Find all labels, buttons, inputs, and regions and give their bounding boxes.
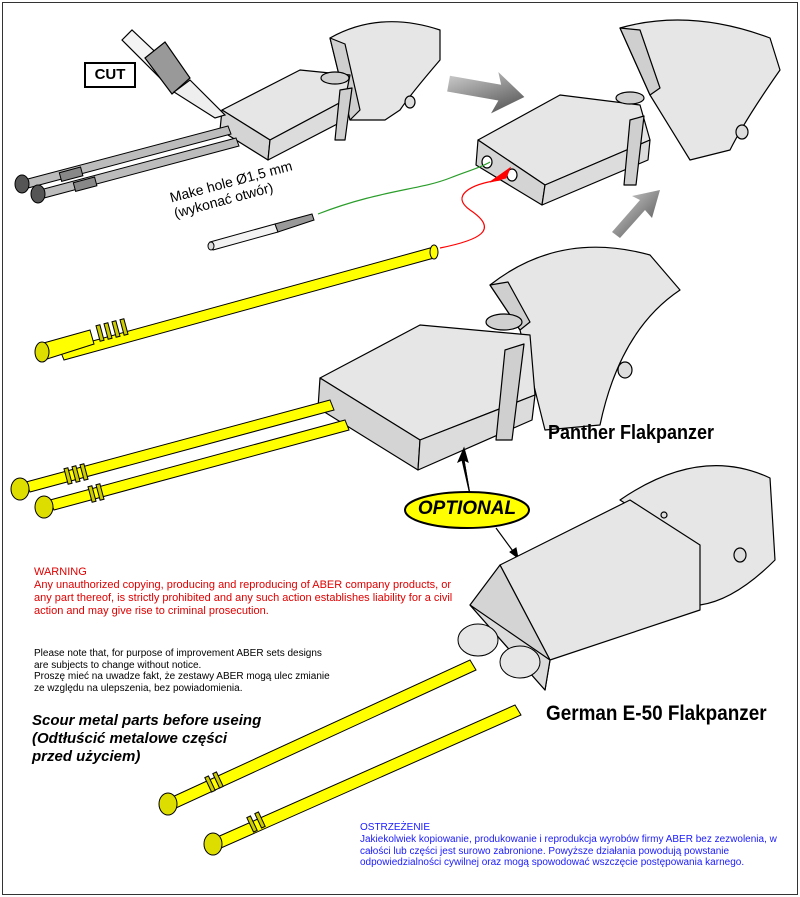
gray-barrels	[14, 125, 240, 204]
turret-e50	[469, 465, 776, 691]
ostrzezenie-body: Jakiekolwiek kopiowanie, produkowanie i …	[360, 834, 777, 868]
yellow-barrels-e50	[158, 623, 541, 856]
e50-title: German E-50 Flakpanzer	[546, 702, 767, 725]
turret-step1	[219, 21, 441, 161]
scour-instruction: Scour metal parts before useing (Odtłuśc…	[32, 712, 262, 765]
cut-label: CUT	[84, 62, 136, 88]
optional-badge	[404, 491, 530, 529]
turret-step2	[475, 19, 781, 206]
step-arrow-right	[447, 72, 525, 114]
warning-body: Any unauthorized copying, producing and …	[34, 579, 453, 617]
change-notice: Please note that, for purpose of improve…	[34, 648, 330, 694]
yellow-barrel-single	[34, 244, 439, 363]
turret-panther	[317, 246, 681, 471]
drill-bit	[207, 213, 315, 251]
warning-title: WARNING	[34, 566, 87, 578]
step-arrow-down	[612, 190, 660, 238]
green-guide-line	[317, 161, 491, 215]
hobby-knife	[121, 29, 227, 119]
optional-label: OPTIONAL	[417, 498, 517, 519]
yellow-barrels-panther	[10, 399, 350, 519]
red-guide-line	[439, 179, 501, 249]
arrow-to-e50	[509, 547, 519, 560]
ostrzezenie-title: OSTRZEŻENIE	[360, 822, 431, 833]
panther-title: Panther Flakpanzer	[548, 422, 715, 444]
